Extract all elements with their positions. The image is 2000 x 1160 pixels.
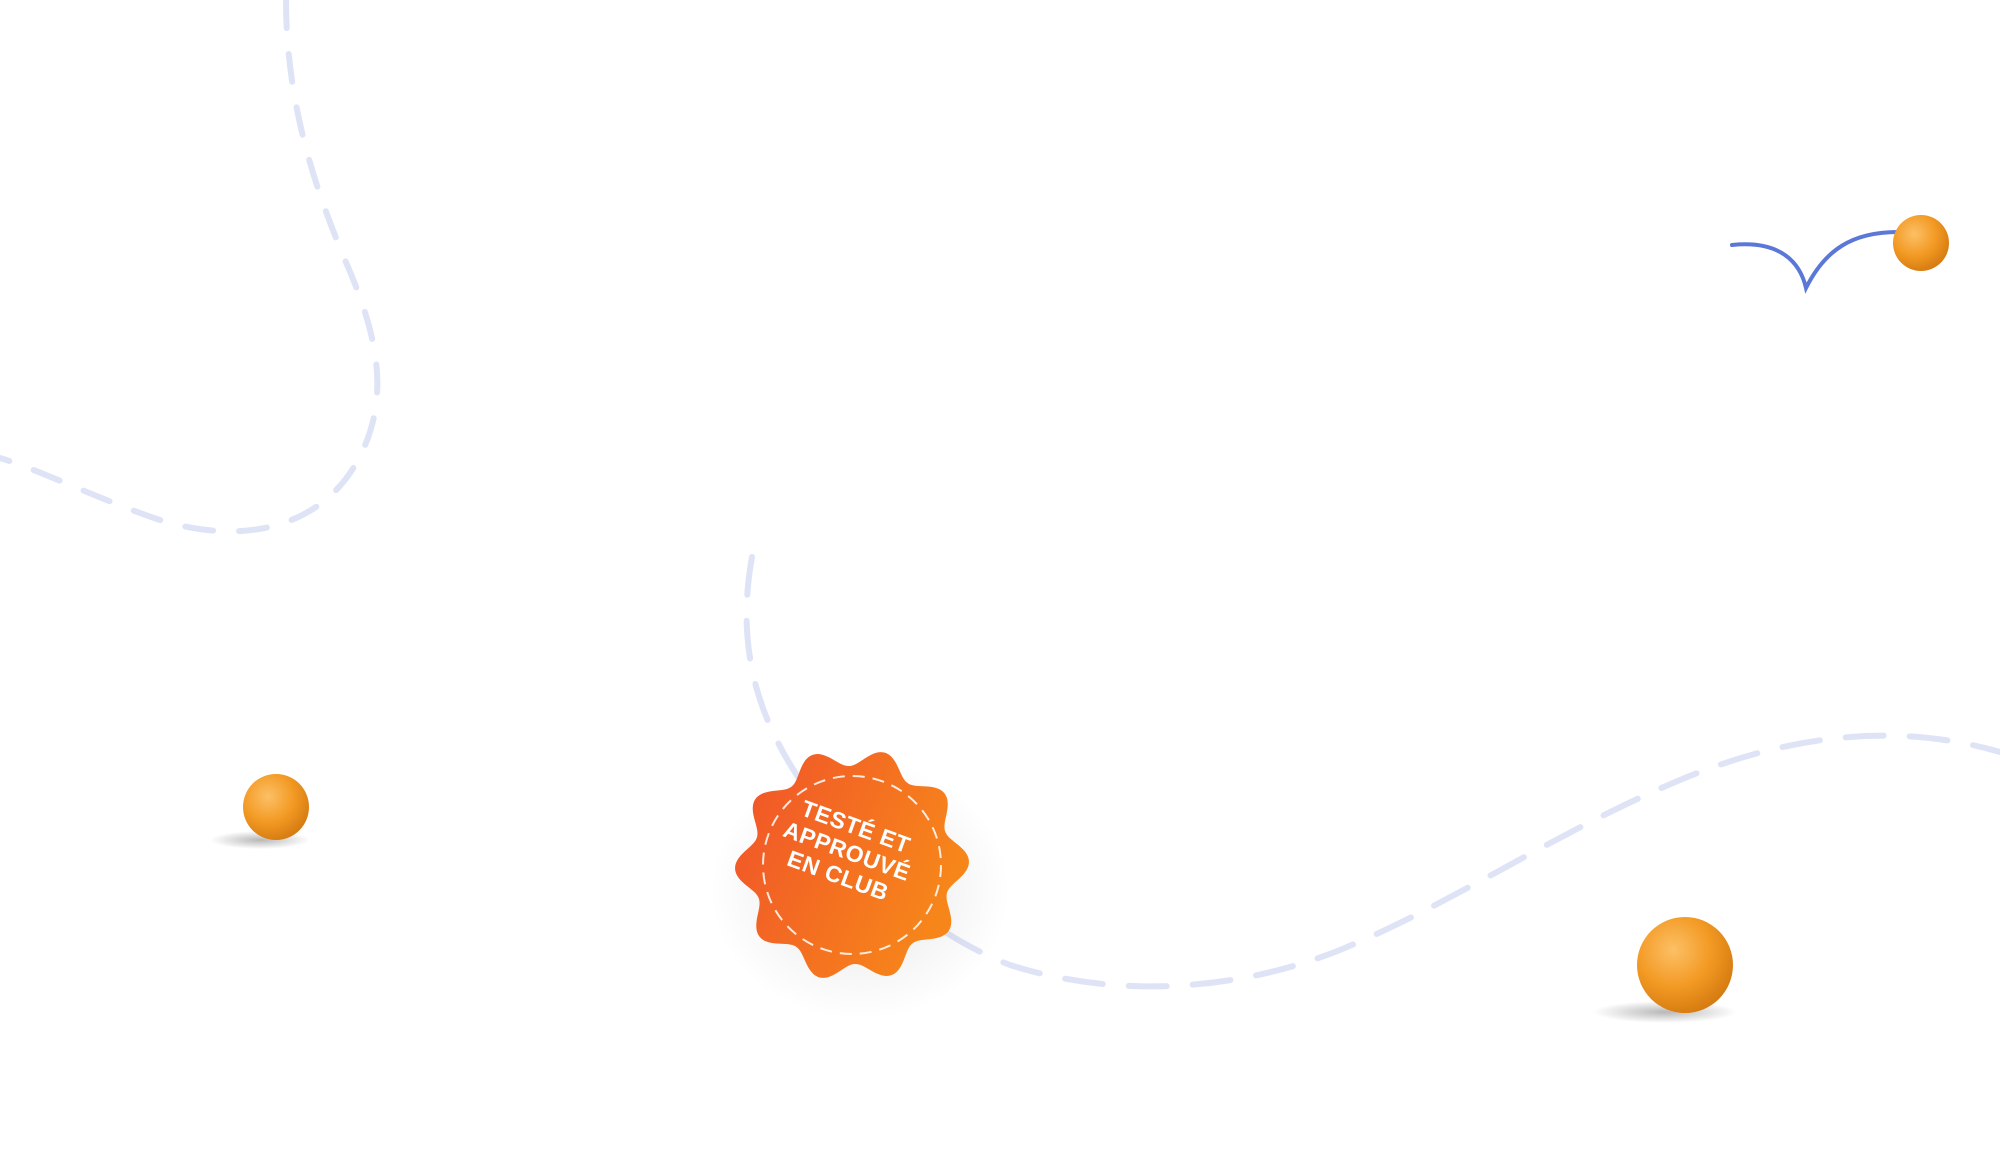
badge-dashed-ring xyxy=(762,775,942,955)
ball-icon xyxy=(1893,215,1949,271)
dashed-path-top-left xyxy=(0,0,381,535)
badge-shape xyxy=(735,752,969,978)
dashed-path-bottom xyxy=(743,554,2000,990)
ball-icon xyxy=(1637,917,1733,1013)
bird-icon xyxy=(1730,230,1900,294)
ball-icon xyxy=(243,774,309,840)
